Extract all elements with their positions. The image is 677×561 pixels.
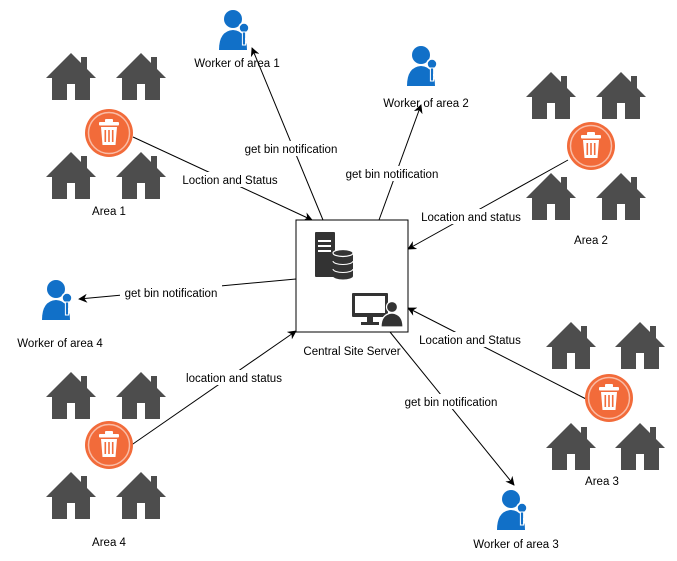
worker-key-icon xyxy=(218,9,250,51)
area-4-cluster: Area 4 xyxy=(46,372,166,549)
label-server-to-worker2: get bin notification xyxy=(346,169,439,181)
area-4-label: Area 4 xyxy=(92,537,126,549)
trash-bin-icon xyxy=(84,108,134,158)
worker-4-label: Worker of area 4 xyxy=(17,338,103,350)
edge-area4-to-server xyxy=(129,330,297,447)
area-1-label: Area 1 xyxy=(92,206,126,218)
edge-server-to-worker1 xyxy=(250,47,324,221)
edge-server-to-worker2 xyxy=(378,104,423,221)
area-2-label: Area 2 xyxy=(574,235,608,247)
worker-1-label: Worker of area 1 xyxy=(194,58,279,70)
label-server-to-worker1: get bin notification xyxy=(245,144,338,156)
server-database-icon xyxy=(315,232,354,280)
house-icon xyxy=(596,173,646,220)
house-icon xyxy=(46,53,96,100)
trash-bin-icon xyxy=(566,121,616,171)
worker-key-icon xyxy=(41,279,73,321)
house-icon xyxy=(116,53,166,100)
label-area3-to-server: Location and Status xyxy=(419,335,521,347)
worker-3: Worker of area 3 xyxy=(473,489,559,551)
house-icon xyxy=(116,472,166,519)
house-icon xyxy=(116,152,166,199)
area-2-cluster: Area 2 xyxy=(526,72,646,247)
house-icon xyxy=(46,152,96,199)
house-icon xyxy=(526,173,576,220)
house-icon xyxy=(46,372,96,419)
house-icon xyxy=(615,423,665,470)
area-3-cluster: Area 3 xyxy=(546,322,665,488)
worker-3-label: Worker of area 3 xyxy=(473,539,558,551)
label-area2-to-server: Location and status xyxy=(421,212,521,224)
label-area1-to-server: Loction and Status xyxy=(182,175,278,187)
trash-bin-icon xyxy=(584,373,634,423)
server-label: Central Site Server xyxy=(303,346,400,358)
worker-4: Worker of area 4 xyxy=(17,279,103,350)
house-icon xyxy=(596,72,646,119)
area-1-cluster: Area 1 xyxy=(46,53,166,218)
worker-1: Worker of area 1 xyxy=(194,9,280,70)
edge-area3-to-server xyxy=(407,307,589,401)
worker-key-icon xyxy=(496,489,528,531)
house-icon xyxy=(116,372,166,419)
worker-2: Worker of area 2 xyxy=(383,45,469,110)
label-server-to-worker3: get bin notification xyxy=(405,397,498,409)
label-server-to-worker4: get bin notification xyxy=(125,288,218,300)
edge-area2-to-server xyxy=(407,159,569,250)
house-icon xyxy=(526,72,576,119)
admin-computer-icon xyxy=(352,293,404,328)
house-icon xyxy=(546,423,596,470)
worker-key-icon xyxy=(406,45,438,87)
label-area4-to-server: location and status xyxy=(186,373,282,385)
area-3-label: Area 3 xyxy=(585,476,619,488)
edges xyxy=(78,47,589,486)
house-icon xyxy=(546,322,596,369)
central-server: Central Site Server xyxy=(295,219,409,358)
trash-bin-icon xyxy=(84,420,134,470)
house-icon xyxy=(46,472,96,519)
house-icon xyxy=(615,322,665,369)
worker-2-label: Worker of area 2 xyxy=(383,98,468,110)
edge-labels: Loction and Status Location and status L… xyxy=(120,141,526,409)
